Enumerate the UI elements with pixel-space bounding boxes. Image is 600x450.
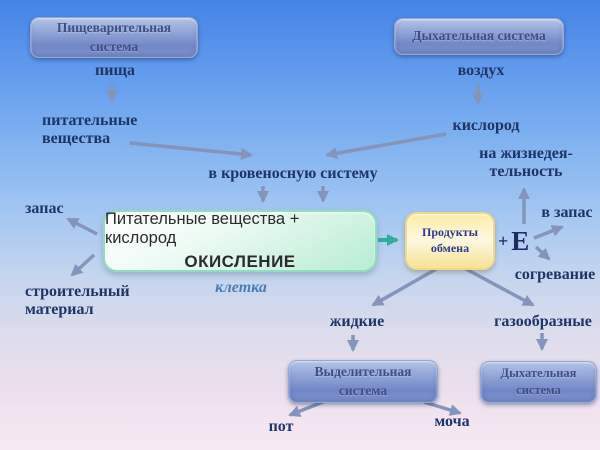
box-digestive-system: Пищеварительная система: [30, 17, 198, 58]
box-respiratory-system-top-label: Дыхательная система: [412, 28, 546, 44]
box-respiratory-system-bottom: Дыхательная система: [480, 361, 597, 403]
label-oxygen: кислород: [452, 117, 520, 134]
arrow-oxidation-to-building: [70, 253, 96, 277]
label-energy-e: Е: [511, 226, 530, 256]
label-to-reserve: в запас: [541, 204, 593, 221]
arrow-energy-to-warming: [534, 245, 551, 261]
label-building-material: строительный материал: [25, 283, 130, 318]
box-oxidation-formula: Питательные вещества + кислород: [105, 210, 300, 247]
label-energy-plus: +: [498, 231, 509, 251]
box-excretory-system-label: Выделительная система: [314, 364, 412, 398]
label-urine: моча: [434, 413, 470, 430]
label-air: воздух: [457, 62, 505, 79]
box-oxidation-title: ОКИСЛЕНИЕ: [184, 252, 296, 271]
label-sweat: пот: [268, 418, 294, 435]
label-cell: клетка: [215, 279, 267, 296]
box-respiratory-system-top: Дыхательная система: [394, 18, 564, 55]
label-warming: согревание: [514, 266, 596, 283]
box-digestive-system-label: Пищеварительная система: [56, 20, 172, 54]
arrow-energy-to-reserve: [533, 225, 564, 240]
label-to-blood-system: в кровеносную систему: [208, 165, 378, 182]
label-energy: + Е: [498, 226, 529, 257]
label-food: пища: [95, 62, 135, 79]
box-metabolic-products: Продукты обмена: [405, 212, 495, 270]
arrow-products-to-liquid: [371, 266, 439, 307]
arrow-oxygen-to-blood: [325, 132, 447, 160]
box-respiratory-system-bottom-label: Дыхательная система: [500, 366, 577, 397]
box-oxidation: Питательные вещества + кислород ОКИСЛЕНИ…: [103, 210, 377, 272]
arrow-oxidation-to-reserve: [66, 217, 98, 236]
label-for-vital-activity: на жизнедея- тельность: [479, 145, 573, 180]
box-metabolic-products-label: Продукты обмена: [422, 225, 478, 255]
label-reserve: запас: [25, 200, 64, 217]
arrow-excretory-to-urine: [423, 400, 462, 416]
label-nutrients: питательные вещества: [42, 112, 138, 147]
box-excretory-system: Выделительная система: [288, 360, 438, 403]
label-liquid: жидкие: [329, 313, 385, 330]
label-gaseous: газообразные: [494, 313, 592, 330]
